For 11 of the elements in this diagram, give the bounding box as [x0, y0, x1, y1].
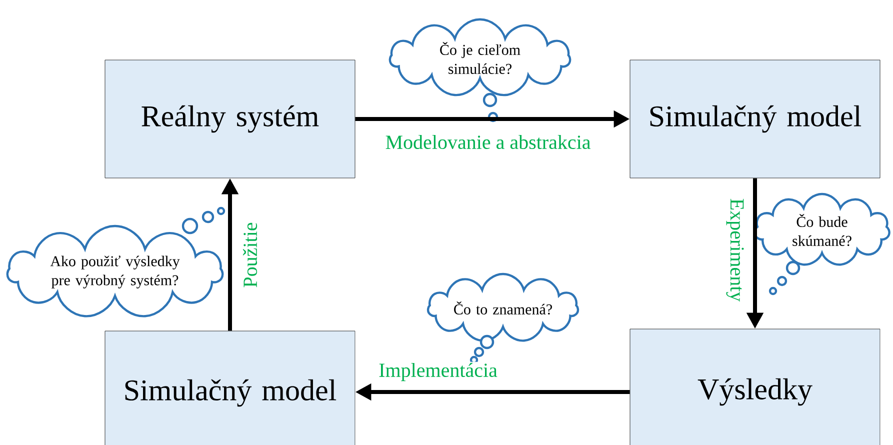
process-box: Simulačný model	[630, 60, 880, 178]
thought-cloud: Čo bude skúmané?	[754, 192, 890, 296]
process-box: Reálny systém	[104, 60, 356, 178]
process-box: Výsledky	[630, 328, 880, 445]
process-box: Simulačný model	[104, 330, 356, 445]
edge-label: Experimenty	[726, 198, 744, 302]
thought-cloud: Čo je cieľom simulácie?	[388, 18, 572, 122]
edge-label: Modelovanie a abstrakcia	[386, 134, 590, 150]
edge-label: Použitie	[242, 222, 258, 288]
edge-label: Implementácia	[379, 362, 498, 382]
thought-cloud: Ako použiť výsledky pre výrobný systém?	[6, 206, 226, 318]
